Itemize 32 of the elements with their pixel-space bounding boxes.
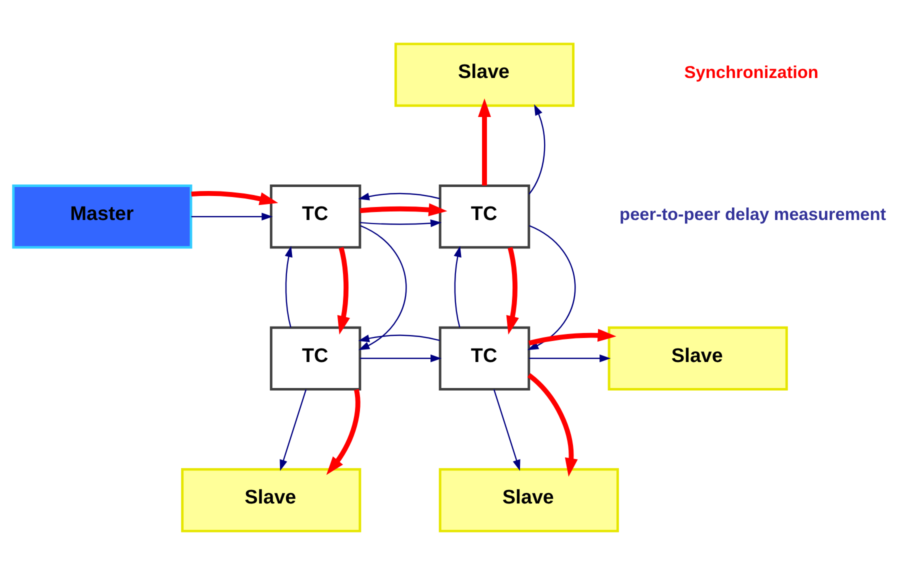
node-box: Master [12,184,192,248]
arrow [528,104,546,194]
arrow [527,372,578,476]
arrow [493,388,520,470]
node-box: Slave [438,468,619,532]
arrow [191,212,273,220]
legend-label: Synchronization [684,62,818,82]
node-box: TC [438,326,530,390]
arrow [360,218,442,227]
arrow [358,224,407,350]
node-box: Slave [608,326,788,390]
node-box: Slave [394,42,575,106]
legend-label: peer-to-peer delay measurement [620,203,886,224]
arrow [506,246,519,334]
arrow [529,354,611,362]
arrow [360,354,442,362]
arrow [326,388,360,474]
arrow [284,245,292,327]
arrow [358,192,440,200]
node-box: TC [270,184,362,248]
arrow [337,246,350,334]
arrow [191,190,278,205]
node-box: TC [438,184,530,248]
arrow [360,202,448,216]
arrow [358,334,440,342]
node-box: Slave [181,468,362,532]
arrow [280,388,307,470]
arrow [454,245,462,327]
arrow [528,328,616,346]
node-box: TC [270,326,362,390]
arrow [478,98,491,185]
arrow [527,224,576,350]
